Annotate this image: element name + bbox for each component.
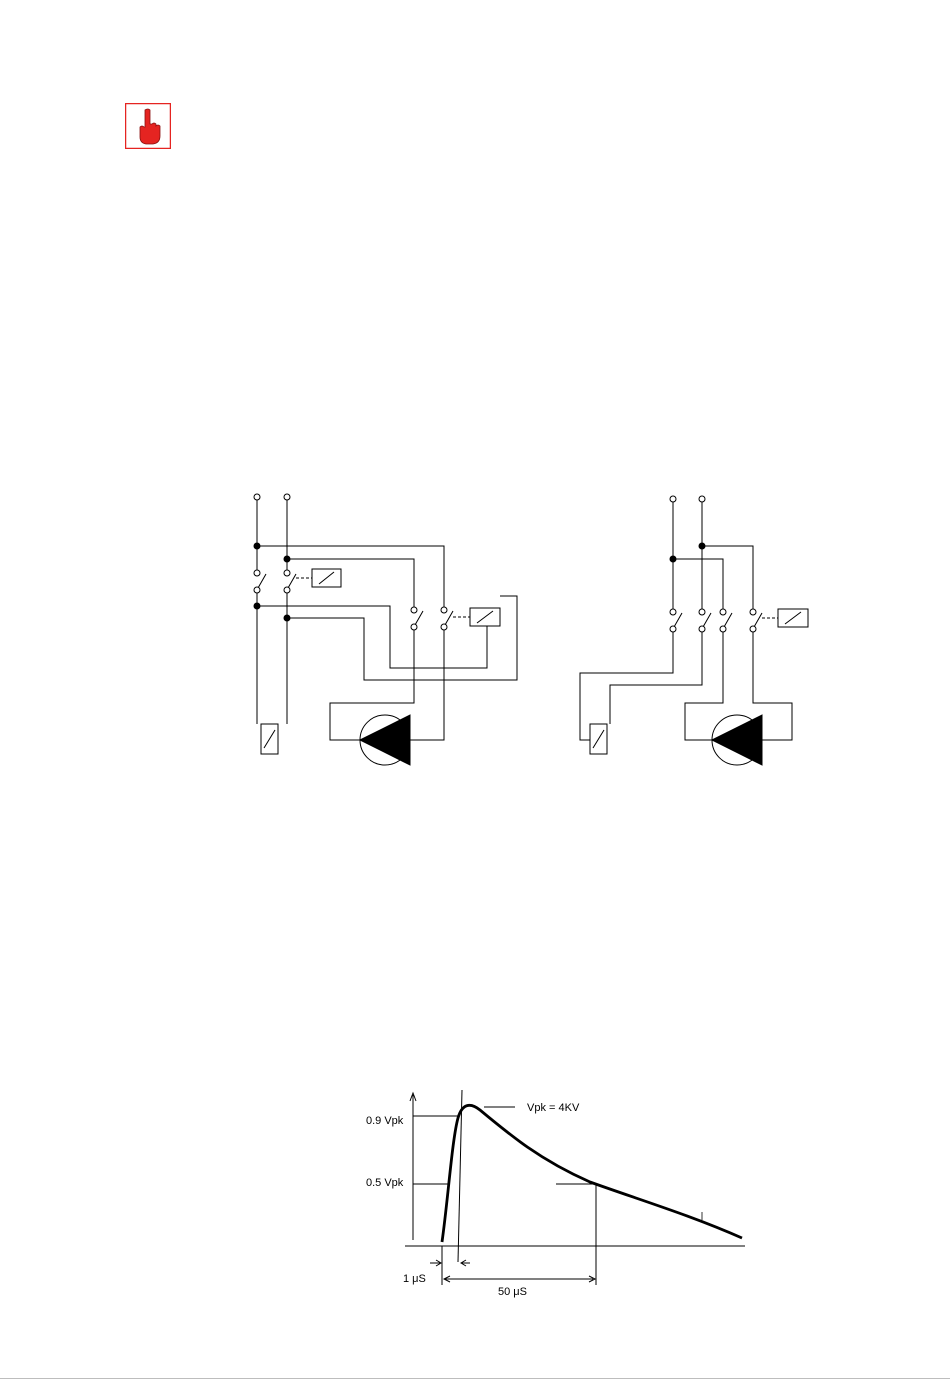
rise-time-label: 1 μS — [403, 1273, 426, 1285]
footer-divider — [0, 1378, 950, 1379]
half-time-label: 50 μS — [498, 1286, 527, 1298]
level-high-label: 0.9 Vpk — [366, 1115, 404, 1127]
level-mid-label: 0.5 Vpk — [366, 1177, 404, 1189]
peak-voltage-label: Vpk = 4KV — [527, 1102, 580, 1114]
